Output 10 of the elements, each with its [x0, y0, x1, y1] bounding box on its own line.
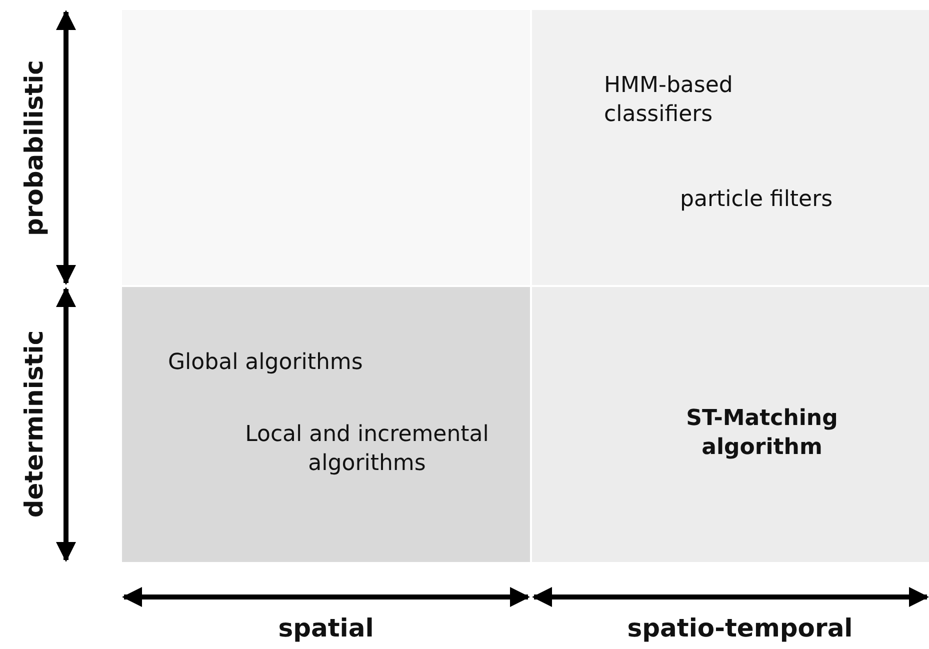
axis-label: probabilistic: [20, 60, 48, 236]
quadrant-panel: [122, 287, 530, 562]
method-label: ST-Matching algorithm: [685, 405, 839, 462]
method-label: HMM-based classifiers: [604, 72, 734, 129]
method-label: Local and incremental algorithms: [244, 421, 490, 478]
axis-label: spatio-temporal: [627, 614, 853, 642]
axis-label: spatial: [278, 614, 374, 642]
method-label: particle filters: [680, 186, 834, 214]
method-label: Global algorithms: [168, 349, 364, 377]
axis-label: deterministic: [20, 330, 48, 518]
